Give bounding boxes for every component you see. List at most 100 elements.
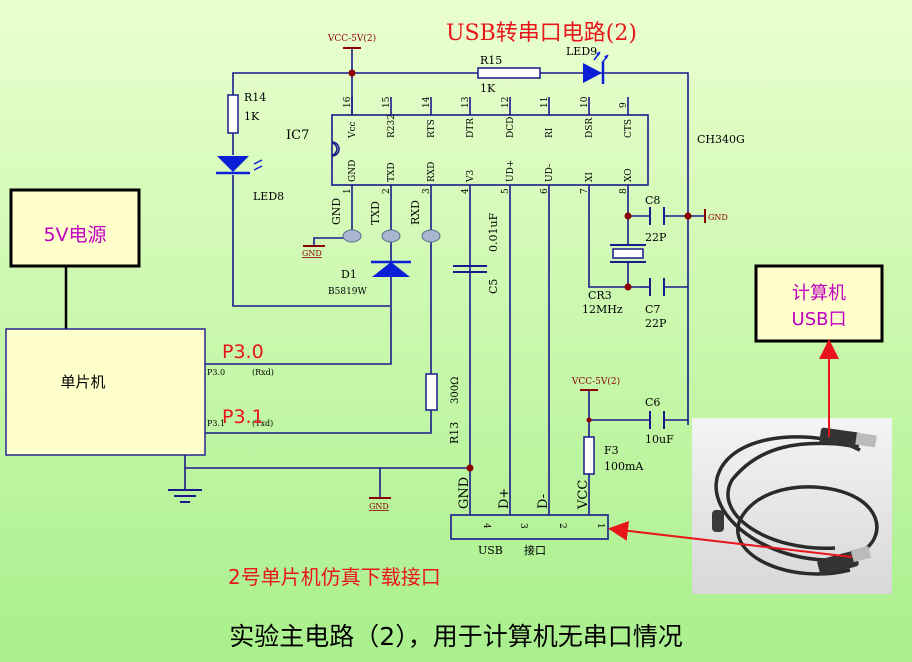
ic-bottom-pin-number: 4 [461,188,471,194]
ic-part: CH340G [697,133,745,146]
led9-label: LED9 [566,45,597,58]
r13-ref: R13 [448,422,461,444]
d1-ref: D1 [341,268,357,281]
ic-top-pin-number: 9 [619,102,629,108]
led9: LED9 [566,45,609,84]
r14-ref: R14 [244,91,266,104]
slide-caption: 实验主电路（2），用于计算机无串口情况 [229,622,682,651]
ic-bottom-pin-number: 8 [619,188,629,194]
gnd-label-1: GND [302,249,322,258]
f3-value: 100mA [604,460,644,473]
mcu-box: 单片机 P3.0 (Rxd) P3.1 (Txd) [5,328,274,456]
red-arrows [608,339,853,558]
power-box-label: 5V电源 [43,224,106,246]
power-box: 5V电源 [9,188,141,329]
pc-box-line1: 计算机 [792,283,846,304]
mcu-box-label: 单片机 [60,373,105,391]
crystal-cr3: CR3 12MHz [582,244,646,316]
page-title: USB转串口电路(2) [446,21,637,46]
vcc-mid-symbol: VCC-5V(2) [571,376,620,391]
ic-bottom-pin-name: XI [585,172,595,182]
resistor-r14: R14 1K [227,91,266,134]
txd-small: (Txd) [252,419,273,428]
r13-value: 300Ω [450,377,461,404]
c7-ref: C7 [645,303,660,316]
cr3-ref: CR3 [588,289,612,302]
ic-name: IC7 [286,128,309,143]
ic-top-pin-name: R232 [387,114,397,138]
test-points [342,229,441,243]
ic-top-pin-number: 16 [343,96,353,108]
ic-top-pin-number: 12 [501,97,511,108]
usb-cable-photo [692,418,892,594]
vcc-top-symbol: VCC-5V(2) [327,33,376,49]
diode-d1: D1 B5819W [328,260,411,297]
pc-box-line2: USB口 [792,309,847,330]
fuse-f3: F3 100mA [583,436,644,475]
d1-value: B5819W [328,287,368,297]
vcc-top-label: VCC-5V(2) [327,33,376,44]
r15-ref: R15 [480,54,502,67]
gnd-label-c8: GND [708,213,728,222]
ic-bottom-pin-name: TXD [387,162,397,182]
usb-connector: 4 3 2 1 USB 接口 GND D+ D- VCC [450,477,609,557]
usb-sig-dminus: D- [536,494,551,509]
ground-symbol-1: GND [302,245,325,258]
ground-symbol-2: GND [369,497,391,511]
ic-bottom-pin-number: 7 [580,188,590,194]
gnd-label-2: GND [369,502,389,511]
p31-label: P3.1 [222,406,264,428]
ic-top-pin-name: RI [545,127,555,138]
ic-top-pin-name: Vcc [348,121,358,139]
ic-top-pin-name: DCD [506,117,516,138]
ic-bottom-pin-name: GND [348,160,358,182]
junction-dots [348,69,692,472]
ic-bottom-pin-name: V3 [466,170,476,183]
capacitor-c7: C7 22P [645,278,667,330]
c8-value: 22P [645,231,667,244]
usb-sig-gnd: GND [457,477,472,509]
ic-top-pin-name: CTS [624,119,634,138]
ic-bottom-pin-number: 3 [422,188,432,194]
ic-bottom-pin-name: XO [624,168,634,182]
testpoint-rxd [421,229,441,243]
f3-ref: F3 [604,444,619,457]
p30-label: P3.0 [222,341,264,363]
testpoint-txd [381,229,401,243]
ic-top-pin-number: 15 [382,96,392,108]
ic-bottom-pin-number: 1 [343,188,353,194]
cr3-value: 12MHz [582,303,623,316]
resistor-r15: R15 1K [477,54,541,95]
usb-pin-2: 2 [557,523,567,529]
ic-bottom-pin-number: 5 [501,188,511,194]
ic-top-pin-number: 13 [461,96,471,108]
led8-label: LED8 [253,190,284,203]
ic-bottom-pin-name: RXD [427,162,437,182]
r14-value: 1K [244,110,260,123]
ic-bottom-pin-number: 2 [382,188,392,194]
tp-gnd-label: GND [330,198,343,225]
ic-top-pin-name: DTR [466,118,476,138]
usb-pin-1: 1 [595,523,605,529]
rxd-small: (Rxd) [252,368,274,377]
ground-symbol-mcu [168,489,202,503]
ic-top-pin-number: 10 [580,96,590,108]
ic-top-pin-name: DSR [585,118,595,138]
c5-value: 0.01uF [487,212,500,252]
usb-name: USB [478,544,503,557]
c7-value: 22P [645,317,667,330]
c8-ref: C8 [645,194,660,207]
capacitor-c8: C8 22P [645,194,667,244]
bottom-label: 2号单片机仿真下载接口 [228,565,441,589]
ic-top-pin-number: 11 [540,97,550,108]
ground-symbol-c8: GND [704,209,728,223]
capacitor-c6: C6 10uF [645,396,674,446]
p31-small: P3.1 [207,419,225,428]
usb-pin-4: 4 [481,523,491,529]
ic-bottom-pin-name: UD- [545,164,555,182]
usb-sig-vcc: VCC [576,480,591,510]
ic-top-pin-name: RTS [427,119,437,138]
resistor-r13: 300Ω R13 [425,373,461,444]
